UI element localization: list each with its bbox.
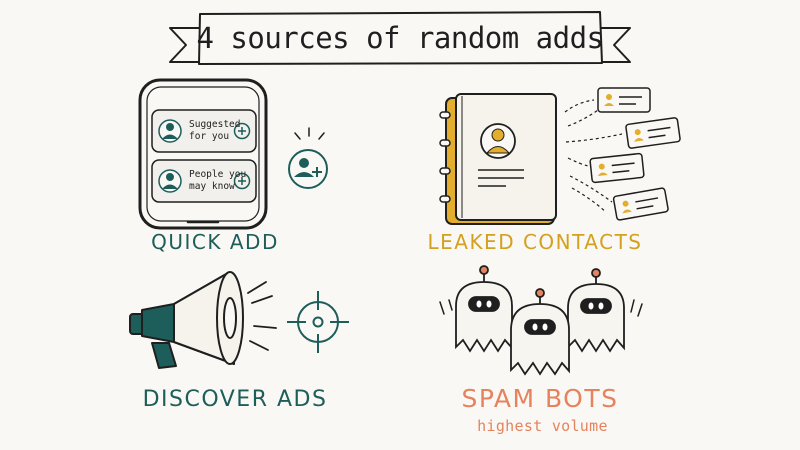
contact-card-icon xyxy=(589,87,681,221)
label-highest-volume: highest volume xyxy=(477,417,608,435)
add-friend-icon xyxy=(288,127,328,189)
phone-card-label: Suggested for you xyxy=(189,119,241,142)
crosshair-target-icon xyxy=(287,291,349,353)
motion-lines xyxy=(564,99,623,213)
address-book-icon xyxy=(439,93,557,225)
title-banner xyxy=(169,11,631,65)
page-title: 4 sources of random adds xyxy=(196,21,604,55)
phone-icon xyxy=(138,78,268,230)
phone-card-label: People you may know xyxy=(189,169,247,192)
label-quick-add: QUICK ADD xyxy=(151,230,279,254)
sound-lines xyxy=(247,281,277,351)
megaphone-icon xyxy=(129,271,244,369)
ghost-bot-icon xyxy=(455,265,625,376)
label-leaked-contacts: LEAKED CONTACTS xyxy=(427,230,643,254)
label-discover-ads: DISCOVER ADS xyxy=(142,387,328,412)
label-spam-bots: SPAM BOTS xyxy=(461,384,619,413)
motion-lines xyxy=(439,299,643,317)
